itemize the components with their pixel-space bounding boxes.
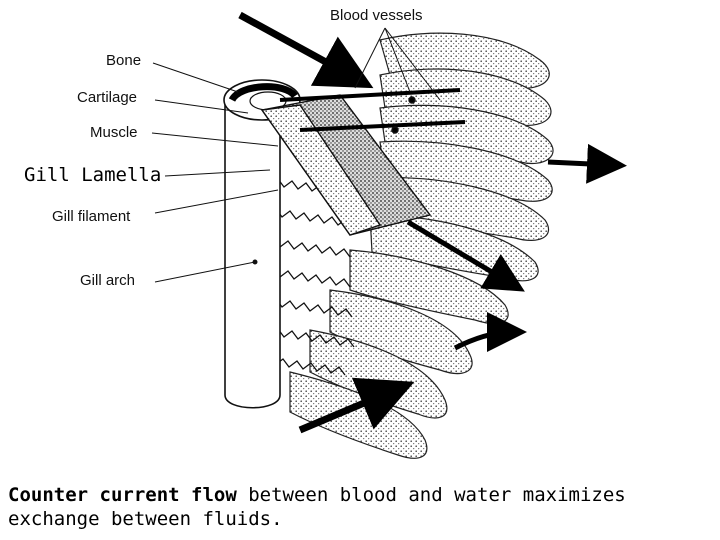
label-gill-lamella: Gill Lamella bbox=[24, 164, 162, 186]
caption-line2: exchange between fluids. bbox=[8, 508, 283, 530]
gill-diagram bbox=[151, 11, 627, 459]
caption-line1-rest: between blood and water maximizes bbox=[236, 484, 626, 506]
label-bone: Bone bbox=[106, 52, 142, 69]
filament-cross-section bbox=[260, 88, 466, 236]
label-blood-vessels: Blood vessels bbox=[330, 7, 423, 24]
label-gill-arch: Gill arch bbox=[80, 272, 136, 289]
caption: Counter current flow between blood and w… bbox=[8, 483, 708, 531]
caption-emphasis: Counter current flow bbox=[8, 484, 237, 506]
label-cartilage: Cartilage bbox=[77, 89, 138, 106]
gill-arch bbox=[223, 79, 301, 409]
leader-lines bbox=[151, 27, 441, 283]
blood-out-arrow-right bbox=[547, 143, 627, 184]
label-muscle: Muscle bbox=[90, 124, 138, 141]
blood-out-arrow-lower bbox=[406, 219, 525, 292]
water-in-arrow-top bbox=[238, 11, 374, 89]
label-gill-filament: Gill filament bbox=[52, 208, 131, 225]
water-in-arrow-bottom bbox=[298, 377, 415, 434]
flow-arrows bbox=[238, 11, 627, 434]
blood-out-arrow-bottom bbox=[453, 312, 527, 353]
